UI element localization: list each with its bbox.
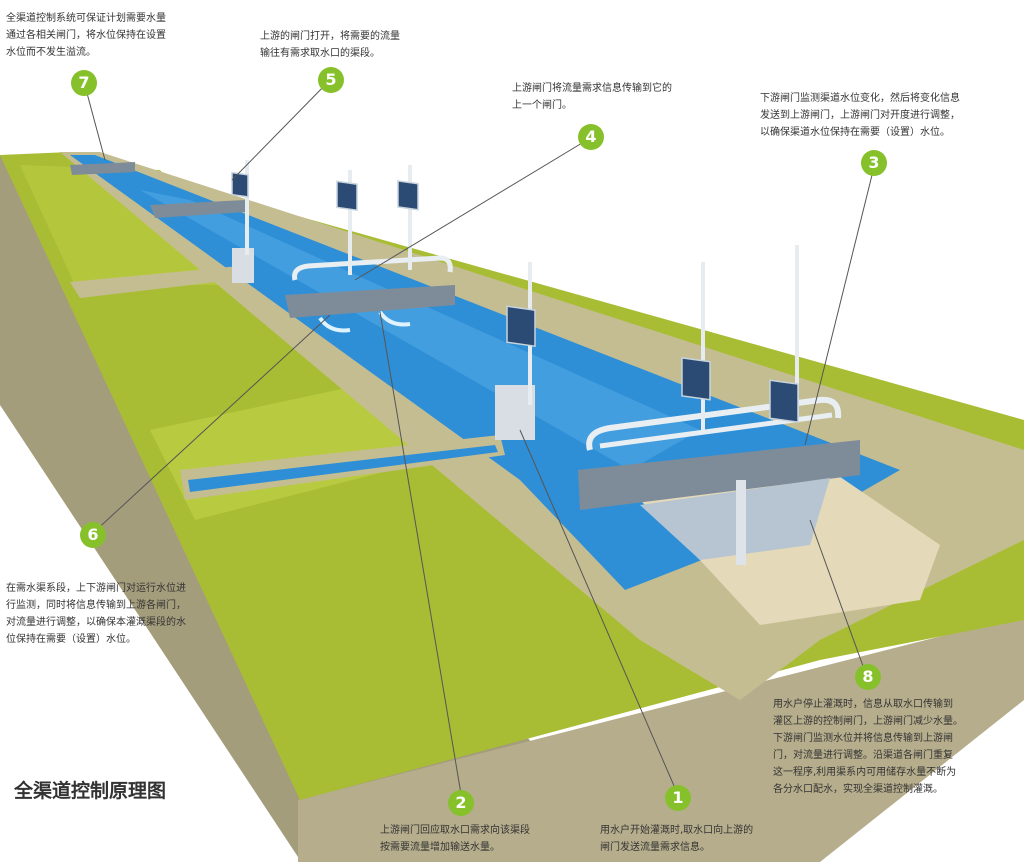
callout-text-7: 全渠道控制系统可保证计划需要水量 通过各相关闸门，将水位保持在设置 水位而不发生…: [6, 10, 166, 61]
gate-deck-middle: [285, 285, 455, 318]
callout-5-line-2: 输往有需求取水口的渠段。: [260, 48, 380, 59]
callout-text-3: 下游闸门监测渠道水位变化，然后将变化信息 发送到上游闸门，上游闸门对开度进行调整…: [760, 90, 960, 141]
leader-lines: [83, 79, 876, 801]
gate-deck-far-2: [70, 162, 135, 175]
callout-badge-2: 2: [448, 790, 474, 816]
callout-text-4: 上游闸门将流量需求信息传输到它的 上一个闸门。: [512, 80, 672, 114]
callout-6-line-2: 行监测，同时将信息传输到上游各闸门，: [6, 600, 186, 611]
callout-8-line-5: 这一程序,利用渠系内可用储存水量不断为: [773, 767, 957, 778]
callout-text-8: 用水户停止灌溉时，信息从取水口传输到 灌区上游的控制闸门，上游闸门减少水量。 下…: [773, 696, 963, 798]
gate-post-near: [736, 480, 746, 565]
gate-deck-far-1: [150, 200, 245, 218]
callout-1-line-1: 用水户开始灌溉时,取水口向上游的: [600, 825, 754, 836]
callout-text-1: 用水户开始灌溉时,取水口向上游的 闸门发送流量需求信息。: [600, 822, 753, 856]
callout-8-line-1: 用水户停止灌溉时，信息从取水口传输到: [773, 699, 953, 710]
gate-deck-near: [578, 440, 860, 510]
callout-badge-1: 1: [665, 785, 691, 811]
ground-front-face: [298, 615, 1024, 862]
callout-6-line-4: 位保持在需要（设置）水位。: [6, 634, 136, 645]
callout-badge-7: 7: [71, 70, 97, 96]
callout-5-line-1: 上游的闸门打开，将需要的流量: [260, 31, 400, 42]
canal-water-shade: [140, 190, 700, 470]
callout-badge-6: 6: [80, 522, 106, 548]
callout-badge-5: 5: [318, 67, 344, 93]
callout-3-line-3: 以确保渠道水位保持在需要（设置）水位。: [760, 127, 950, 138]
gate-wall-near: [640, 478, 830, 560]
callout-4-line-2: 上一个闸门。: [512, 100, 572, 111]
callout-6-line-1: 在需水渠系段，上下游闸门对运行水位进: [6, 583, 186, 594]
solar-panels: [231, 171, 799, 424]
callout-2-line-1: 上游闸门回应取水口需求向该渠段: [380, 825, 530, 836]
gate-outflow-middle: [318, 310, 411, 333]
callout-7-line-2: 通过各相关闸门，将水位保持在设置: [6, 30, 166, 41]
gate-railing-middle: [292, 255, 453, 281]
callout-2-line-2: 按需要流量增加输送水量。: [380, 842, 500, 853]
intake-gate-small: [232, 248, 254, 283]
callout-4-line-1: 上游闸门将流量需求信息传输到它的: [512, 83, 672, 94]
callout-text-2: 上游闸门回应取水口需求向该渠段 按需要流量增加输送水量。: [380, 822, 530, 856]
callout-text-5: 上游的闸门打开，将需要的流量 输往有需求取水口的渠段。: [260, 28, 400, 62]
callout-3-line-2: 发送到上游闸门，上游闸门对开度进行调整，: [760, 110, 960, 121]
callout-8-line-2: 灌区上游的控制闸门，上游闸门减少水量。: [773, 716, 963, 727]
callout-7-line-3: 水位而不发生溢流。: [6, 47, 96, 58]
diagram-title: 全渠道控制原理图: [14, 780, 167, 802]
callout-7-line-1: 全渠道控制系统可保证计划需要水量: [6, 13, 166, 24]
callout-8-line-4: 门，对流量进行调整。沿渠道各闸门重复: [773, 750, 953, 761]
callout-1-line-2: 闸门发送流量需求信息。: [600, 842, 710, 853]
callout-badge-3: 3: [861, 150, 887, 176]
callout-badge-8: 8: [855, 664, 881, 690]
callout-text-6: 在需水渠系段，上下游闸门对运行水位进 行监测，同时将信息传输到上游各闸门， 对流…: [6, 580, 186, 648]
side-channel-upper: [70, 265, 250, 298]
callout-8-line-6: 各分水口配水，实现全渠道控制灌溉。: [773, 784, 943, 795]
gate-railing-near: [586, 396, 842, 451]
callout-6-line-3: 对流量进行调整，以确保本灌溉渠段的水: [6, 617, 186, 628]
callout-3-line-1: 下游闸门监测渠道水位变化，然后将变化信息: [760, 93, 960, 104]
side-channel-lower-water: [188, 445, 498, 492]
callout-8-line-3: 下游闸门监测水位并将信息传输到上游闸: [773, 733, 953, 744]
callout-badge-4: 4: [578, 124, 604, 150]
